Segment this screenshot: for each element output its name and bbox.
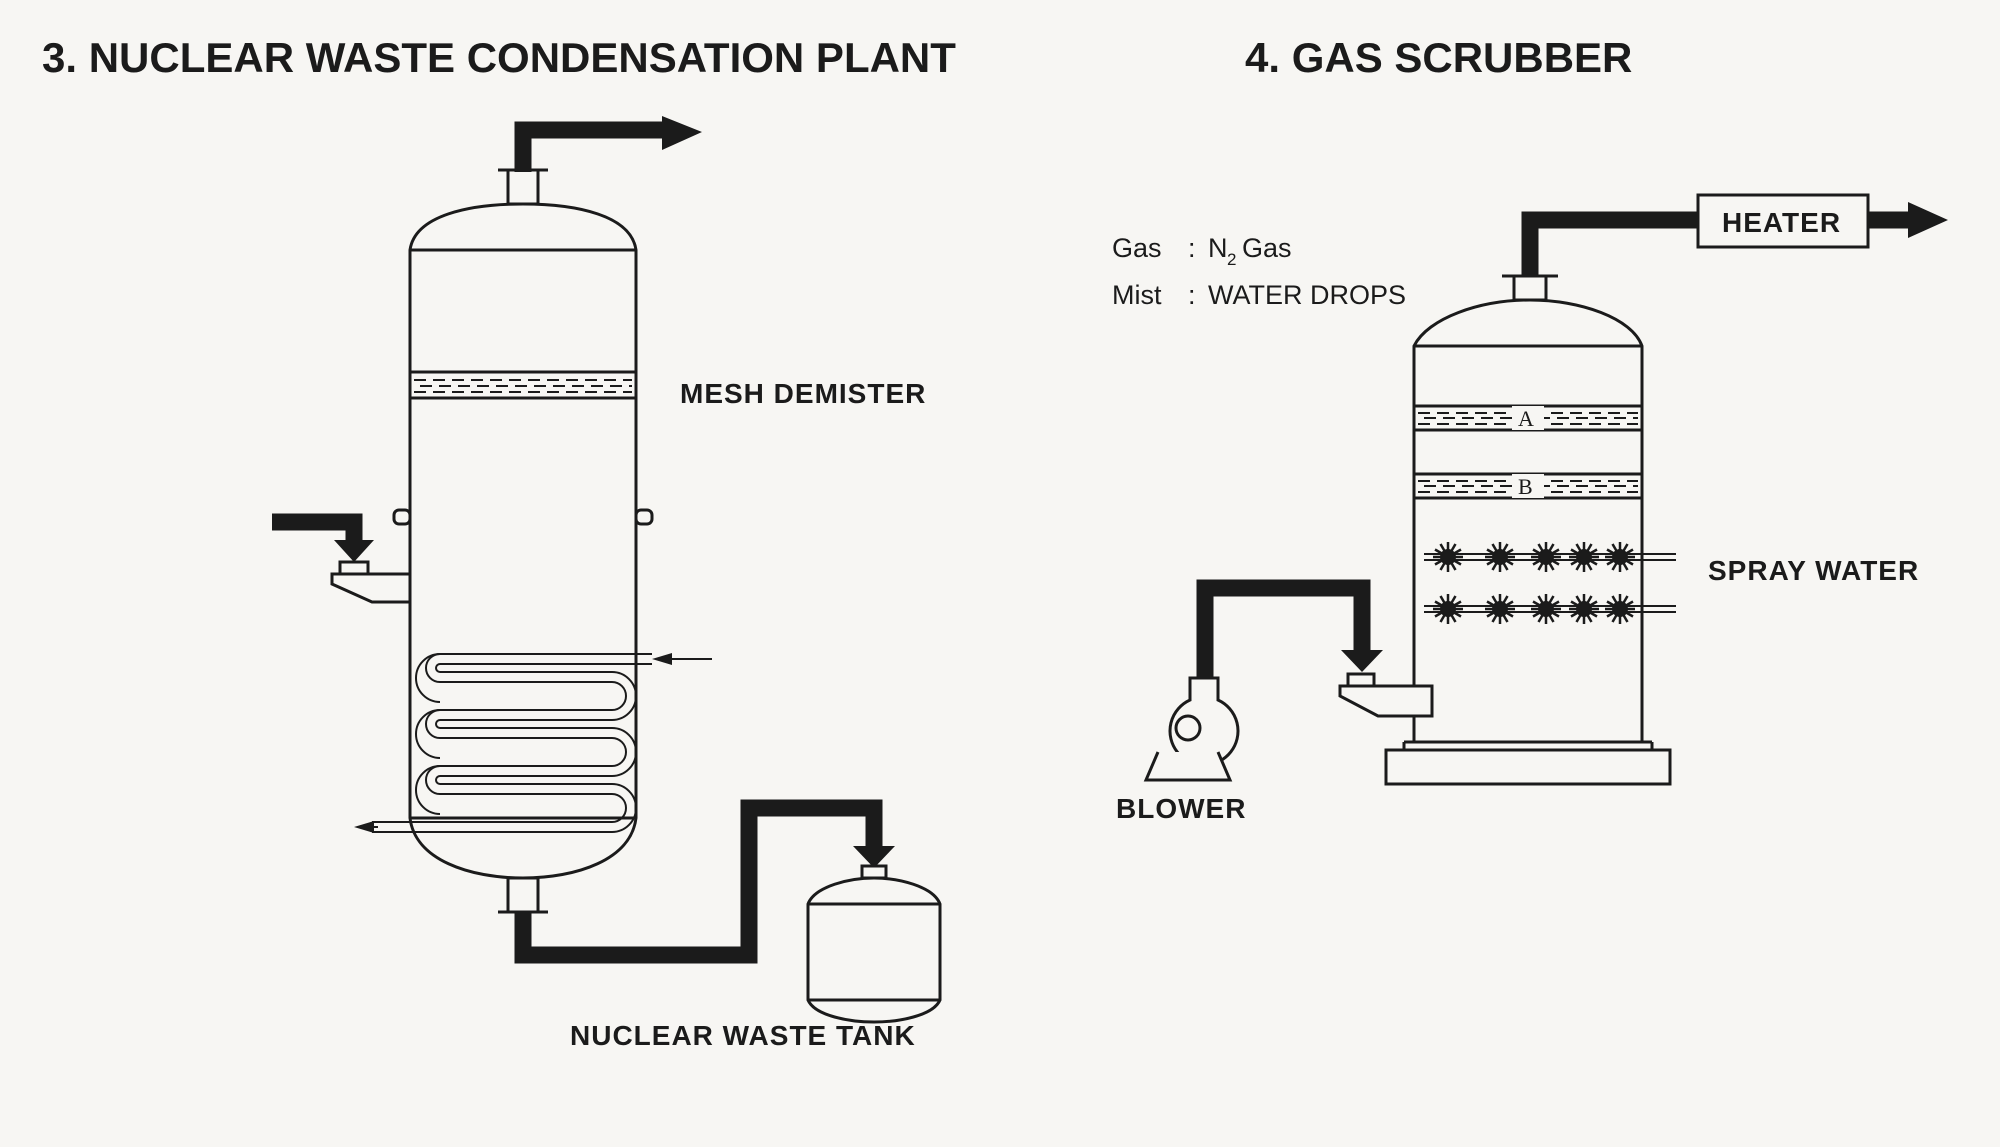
spray-nozzles bbox=[1433, 542, 1635, 624]
mesh-demister bbox=[410, 370, 636, 400]
mist-value: WATER DROPS bbox=[1208, 280, 1406, 310]
spray-nozzle-icon bbox=[1605, 542, 1635, 572]
drain-pipe bbox=[514, 799, 883, 964]
nuclear-waste-tank-label: NUCLEAR WASTE TANK bbox=[570, 1020, 916, 1051]
feed-valve bbox=[338, 560, 370, 576]
gas-legend: Gas : N 2 Gas Mist : WATER DROPS bbox=[1112, 233, 1406, 310]
gas-sep: : bbox=[1188, 233, 1196, 263]
scrubber-outlet-pipe bbox=[1521, 211, 1700, 276]
spray-nozzle-icon bbox=[1531, 542, 1561, 572]
scrubber-inlet-nozzle bbox=[1338, 684, 1434, 718]
spray-nozzle-icon bbox=[1531, 594, 1561, 624]
scrubber-base bbox=[1384, 748, 1672, 786]
heating-coil bbox=[372, 653, 652, 833]
spray-nozzle-icon bbox=[1569, 542, 1599, 572]
vapor-outlet-arrow bbox=[662, 116, 702, 150]
coil-inlet-arrow bbox=[652, 653, 672, 665]
blower bbox=[1143, 676, 1240, 782]
mist-key: Mist bbox=[1112, 280, 1162, 310]
heater-label: HEATER bbox=[1722, 207, 1841, 238]
blower-pipe bbox=[1196, 579, 1371, 678]
scrubber-title: 4. GAS SCRUBBER bbox=[1245, 34, 1632, 81]
gas-value-n: N bbox=[1208, 233, 1228, 263]
feed-inlet-nozzle bbox=[330, 572, 412, 604]
support-lug-right bbox=[634, 508, 654, 526]
heater-outlet-arrow bbox=[1908, 202, 1948, 238]
spray-nozzle-icon bbox=[1605, 594, 1635, 624]
gas-value-rest: Gas bbox=[1242, 233, 1292, 263]
vapor-outlet-pipe bbox=[514, 121, 665, 172]
spray-nozzle-icon bbox=[1433, 542, 1463, 572]
feed-inlet-pipe bbox=[272, 513, 363, 544]
scrubber-column: A B bbox=[1338, 274, 1676, 786]
packing-layer-b: B bbox=[1414, 472, 1642, 500]
bottom-nozzle bbox=[506, 876, 540, 914]
plant-title: 3. NUCLEAR WASTE CONDENSATION PLANT bbox=[42, 34, 956, 81]
gas-key: Gas bbox=[1112, 233, 1162, 263]
coil-outlet-arrow bbox=[354, 821, 374, 833]
layer-a-label: A bbox=[1518, 406, 1534, 431]
condensation-column bbox=[272, 116, 712, 914]
feed-inlet-arrow bbox=[334, 540, 374, 562]
spray-nozzle-icon bbox=[1485, 594, 1515, 624]
mesh-demister-label: MESH DEMISTER bbox=[680, 378, 926, 409]
top-nozzle bbox=[506, 168, 540, 206]
support-lug-left bbox=[392, 508, 412, 526]
spray-water-label: SPRAY WATER bbox=[1708, 555, 1919, 586]
blower-pipe-arrow bbox=[1341, 650, 1383, 672]
drain-arrow bbox=[853, 846, 895, 868]
heater-box bbox=[1696, 193, 1870, 249]
layer-b-label: B bbox=[1518, 474, 1533, 499]
mist-sep: : bbox=[1188, 280, 1196, 310]
nuclear-waste-tank bbox=[806, 864, 942, 1024]
gas-value-sub: 2 bbox=[1227, 250, 1236, 269]
blower-label: BLOWER bbox=[1116, 793, 1246, 824]
spray-nozzle-icon bbox=[1569, 594, 1599, 624]
packing-layer-a: A bbox=[1414, 404, 1642, 432]
scrubber-shell bbox=[1412, 298, 1644, 744]
spray-nozzle-icon bbox=[1485, 542, 1515, 572]
spray-nozzle-icon bbox=[1433, 594, 1463, 624]
scrubber-top-nozzle bbox=[1512, 274, 1548, 302]
